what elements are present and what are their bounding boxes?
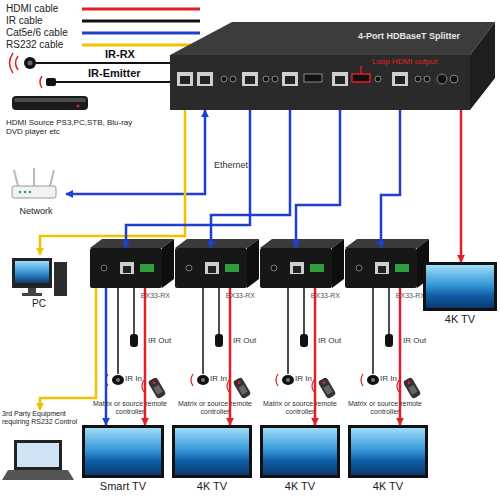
- cable-connector: [40, 110, 185, 255]
- tv-display: Smart TV: [82, 425, 164, 495]
- ir-label: IR In: [380, 374, 397, 383]
- ir-label: IR Out: [233, 336, 256, 345]
- node-label: Smart TV: [82, 480, 164, 493]
- node-label: 3rd Party Equipment requiring RS232 Cont…: [2, 410, 78, 426]
- tv-screen: [423, 262, 497, 311]
- remote-label: Matrix or source remote controller: [258, 400, 342, 416]
- tv-display: 4K TV: [423, 262, 497, 328]
- laptop-node: 3rd Party Equipment requiring RS232 Cont…: [2, 410, 78, 495]
- receiver-box: EX33-RX: [345, 248, 417, 288]
- dvd-player: [12, 96, 88, 110]
- cable-connector: [381, 110, 400, 248]
- tv-screen: [348, 425, 428, 478]
- cable-connector: [211, 110, 290, 248]
- receiver-box: EX33-RX: [90, 248, 162, 288]
- router: [12, 168, 56, 198]
- signal-label: IR-RX: [105, 48, 135, 60]
- tv-display: 4K TV: [348, 425, 428, 495]
- tv-display: 4K TV: [172, 425, 252, 495]
- ir-label: IR In: [295, 374, 312, 383]
- tv-screen: [82, 425, 164, 478]
- node-label: 4K TV: [260, 480, 340, 493]
- ir-label: IR In: [125, 374, 142, 383]
- cable-connector: [296, 110, 340, 248]
- ir-label: IR Out: [403, 336, 426, 345]
- splitter-faces: [170, 22, 495, 110]
- receiver-box: EX33-RX: [175, 248, 247, 288]
- receiver-box: EX33-RX: [260, 248, 332, 288]
- port-label: Loop HDMI output: [372, 57, 437, 66]
- model-label: EX33-RX: [311, 292, 340, 299]
- node-label: PC: [8, 298, 70, 309]
- node-label: HDMI Source PS3,PC,STB, Blu-ray DVD play…: [6, 118, 136, 136]
- legend-text: Cat5e/6 cable: [6, 27, 68, 39]
- model-label: EX33-RX: [396, 292, 425, 299]
- tv-screen: [172, 425, 252, 478]
- remote-label: Matrix or source remote controller: [343, 400, 427, 416]
- ir-label: IR Out: [148, 336, 171, 345]
- ir-label: IR Out: [318, 336, 341, 345]
- legend-text: HDMI cable: [6, 3, 58, 15]
- cable-connector: [126, 110, 250, 248]
- tv-screen: [260, 425, 340, 478]
- signal-label: IR-Emitter: [88, 67, 141, 79]
- cable-label: Ethernet: [214, 160, 248, 170]
- source-device: HDMI Source PS3,PC,STB, Blu-ray DVD play…: [6, 88, 136, 140]
- pc-node: PC: [8, 255, 70, 313]
- ir-wires: [10, 53, 171, 88]
- receiver-faces: [90, 239, 429, 288]
- cable-connector: [460, 110, 463, 262]
- legend-text: RS232 cable: [6, 39, 63, 51]
- pc-computer: [12, 258, 67, 296]
- model-label: EX33-RX: [226, 292, 255, 299]
- node-label: 4K TV: [348, 480, 428, 493]
- remote-label: Matrix or source remote controller: [173, 400, 257, 416]
- model-label: EX33-RX: [141, 292, 170, 299]
- ir-label: IR In: [210, 374, 227, 383]
- remote-label: Matrix or source remote controller: [88, 400, 172, 416]
- legend-text: IR cable: [6, 15, 43, 27]
- network-router: Network: [6, 168, 66, 220]
- cable-connector: [40, 288, 96, 410]
- node-label: 4K TV: [172, 480, 252, 493]
- laptop: [2, 440, 74, 480]
- tv-display: 4K TV: [260, 425, 340, 495]
- node-label: 4K TV: [423, 313, 497, 326]
- legend-samples: [82, 9, 200, 45]
- node-label: 4-Port HDBaseT Splitter: [320, 31, 460, 41]
- node-label: Network: [6, 206, 66, 216]
- ir-accessories: [106, 288, 421, 399]
